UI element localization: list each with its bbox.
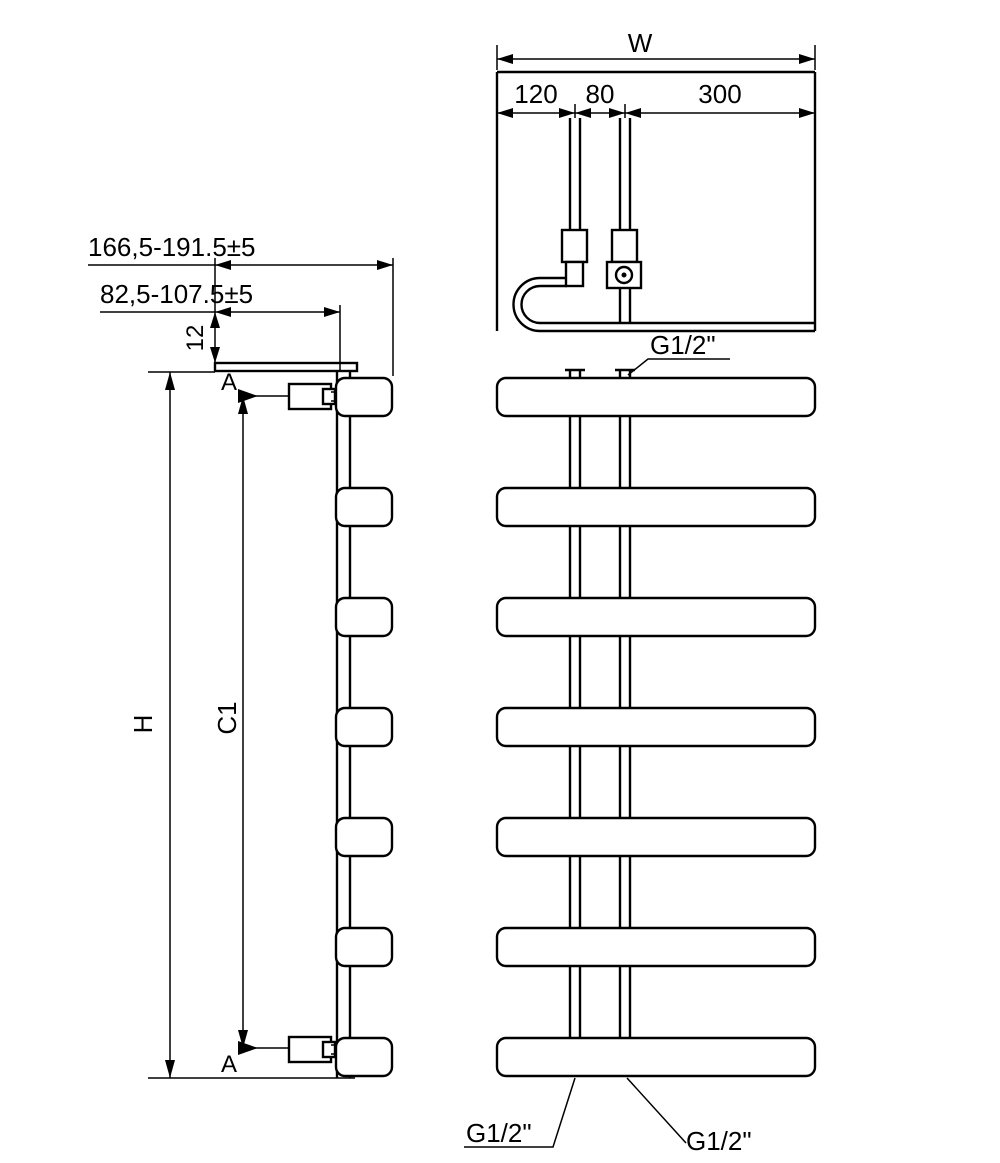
bracket-hook-lines: [331, 1044, 337, 1055]
section-arrow: [238, 389, 258, 403]
leader-line: [626, 1077, 687, 1144]
arrowhead: [165, 1060, 175, 1078]
leader-line: [464, 1077, 576, 1148]
valve-left: [560, 228, 589, 264]
width-label: W: [628, 28, 653, 58]
radiator-side-bars: [334, 376, 394, 1078]
towel-bar-side: [334, 486, 394, 528]
arrowhead: [165, 372, 175, 390]
radiator-front: [495, 368, 817, 1078]
arrowhead: [497, 54, 513, 64]
arrowhead: [559, 108, 575, 118]
g12-top-label: G1/2": [650, 330, 716, 360]
arrowhead: [497, 108, 513, 118]
top-connection-detail-box: [495, 70, 817, 331]
dimension-chain: 120 80 300: [497, 79, 815, 118]
arrowhead: [210, 347, 220, 363]
arrowhead: [238, 1030, 248, 1048]
valve-left-fitting: [564, 260, 585, 288]
towel-bar: [495, 486, 817, 528]
dimension-lines: [100, 305, 341, 371]
wall-bracket-top: [287, 382, 337, 411]
towel-bar: [495, 926, 817, 968]
section-marker-bottom: A: [221, 1041, 258, 1078]
fitting-circle: [614, 265, 634, 285]
arrowhead: [575, 108, 591, 118]
arrowhead: [799, 108, 815, 118]
towel-bar: [495, 1036, 817, 1078]
leader-line: [627, 358, 730, 376]
wall-bracket-bottom: [287, 1035, 337, 1064]
center-distance-label: C1: [212, 701, 242, 734]
arrowhead: [609, 108, 625, 118]
section-a-bottom-label: A: [221, 1051, 237, 1078]
height-label: H: [128, 715, 158, 734]
towel-bar: [495, 816, 817, 858]
segment-80-label: 80: [586, 79, 615, 109]
connection-label-top: G1/2": [627, 330, 730, 376]
towel-bar-side: [334, 926, 394, 968]
arrowhead: [210, 312, 220, 328]
front-view: W 120 80 300: [464, 28, 817, 1156]
segment-120-label: 120: [514, 79, 557, 109]
dimension-bracket-depth: 82,5-107.5±5: [100, 279, 341, 371]
towel-bar-side: [334, 1036, 394, 1078]
towel-bar: [495, 596, 817, 638]
arrowhead: [625, 108, 641, 118]
arrowhead: [215, 307, 231, 317]
bracket-depth-label: 82,5-107.5±5: [100, 279, 253, 309]
dimension-mount-depth: 166,5-191.5±5: [88, 232, 394, 376]
dimension-h-lines: [148, 371, 355, 1079]
connection-pipes: [512, 118, 815, 333]
section-arrow: [238, 1041, 258, 1055]
connection-label-bottom-right: G1/2": [626, 1077, 752, 1156]
dimension-c1-lines: [242, 395, 289, 1049]
riser-pipe-right: [618, 118, 632, 230]
fitting-center-dot: [621, 272, 627, 278]
towel-bar-side: [334, 706, 394, 748]
plate-offset-label: 12: [182, 325, 209, 352]
towel-bar: [495, 706, 817, 748]
arrowhead: [377, 260, 393, 270]
towel-bar-side: [334, 376, 394, 418]
dimension-plate-offset: 12: [182, 312, 220, 363]
g12-bottom-right-label: G1/2": [686, 1126, 752, 1156]
towel-bar-side: [334, 596, 394, 638]
towel-bar-side: [334, 816, 394, 858]
valve-right: [610, 228, 639, 264]
u-bend-pipe: [512, 276, 815, 333]
mounting-plate: [213, 361, 359, 373]
arrowhead: [324, 307, 340, 317]
dimension-c1: C1: [212, 395, 289, 1049]
dimension-lines: [88, 258, 394, 376]
arrowhead: [215, 260, 231, 270]
side-view: H C1 A A 166,5-191.5±5: [88, 232, 394, 1079]
arrowhead: [238, 396, 248, 414]
dimension-w: W: [496, 28, 816, 70]
section-marker-top: A: [221, 369, 258, 403]
g12-bottom-left-label: G1/2": [466, 1118, 532, 1148]
section-a-top-label: A: [221, 369, 237, 396]
dimension-w-lines: [496, 45, 816, 70]
towel-bar: [495, 376, 817, 418]
dimension-chain-lines: [497, 104, 815, 118]
detail-box-outline: [495, 70, 817, 331]
riser-pipe-left: [568, 118, 582, 230]
pipe-right-drop: [618, 288, 632, 323]
dimension-h: H: [128, 371, 355, 1079]
mount-depth-label: 166,5-191.5±5: [88, 232, 256, 262]
segment-300-label: 300: [698, 79, 741, 109]
bracket-hook-lines: [331, 391, 337, 402]
connection-label-bottom-left: G1/2": [464, 1077, 576, 1148]
arrowhead: [799, 54, 815, 64]
